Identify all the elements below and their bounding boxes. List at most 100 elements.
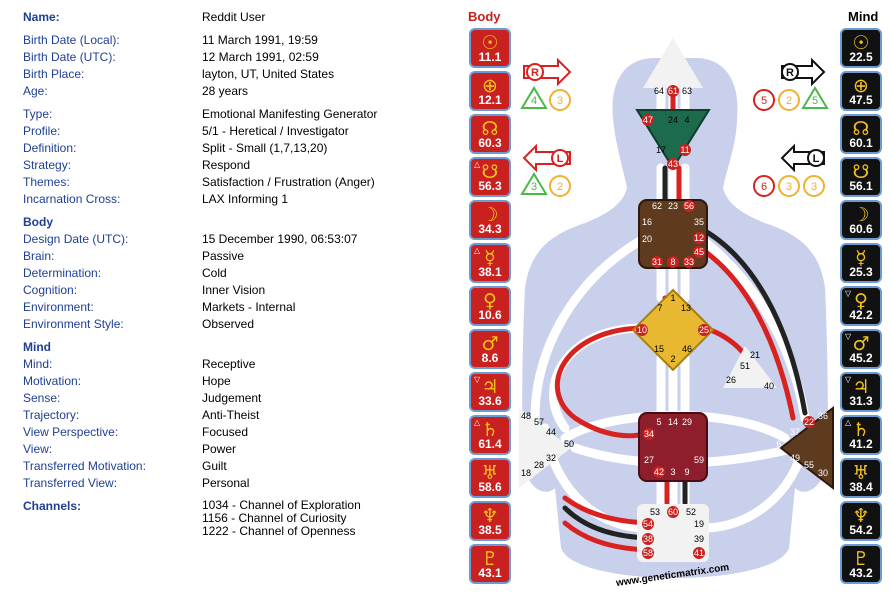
mind-planet-card[interactable]: △♄41.2: [840, 415, 882, 455]
mind-row-0-label: Mind:: [23, 357, 53, 371]
mind-planet-card[interactable]: ☽60.6: [840, 200, 882, 240]
body-planet-card[interactable]: △♄61.4: [469, 415, 511, 455]
fixing-mark: ▽: [845, 289, 852, 298]
mind-planet-card[interactable]: ☉22.5: [840, 28, 882, 68]
gate-17: 17: [656, 145, 666, 155]
body-planet-card[interactable]: ♆38.5: [469, 501, 511, 541]
fixing-mark: △: [474, 418, 481, 427]
body-planet-card[interactable]: △☋56.3: [469, 157, 511, 197]
body-planet-card[interactable]: ☊60.3: [469, 114, 511, 154]
gate-2: 2: [670, 354, 675, 364]
mind-planet-card[interactable]: ☊60.1: [840, 114, 882, 154]
info-row-10-value: LAX Informing 1: [202, 192, 289, 206]
body-top-numbers: 4 3: [520, 86, 571, 111]
mind-row-6-label: Transferred Motivation:: [23, 459, 146, 473]
pluto-icon: ♇: [852, 548, 870, 570]
gate-46: 46: [682, 344, 692, 354]
info-row-8: Strategy: Respond: [0, 158, 460, 175]
mind-row-7-label: Transferred View:: [23, 476, 118, 490]
info-row-10: Incarnation Cross:LAX Informing 1: [0, 192, 460, 209]
planet-gate-value: 25.3: [849, 265, 873, 279]
planet-gate-value: 10.6: [478, 308, 502, 322]
mind-planet-card[interactable]: ♇43.2: [840, 544, 882, 584]
body-row-1: Brain:Passive: [0, 249, 460, 266]
body-bottom-numbers: 3 2: [520, 172, 571, 197]
body-planet-card[interactable]: △☿38.1: [469, 243, 511, 283]
body-planet-card[interactable]: ♂8.6: [469, 329, 511, 369]
info-row-8-value: Respond: [202, 158, 251, 172]
planet-gate-value: 12.1: [478, 93, 502, 107]
mind-bottom-number-1: 6: [761, 181, 767, 193]
planet-gate-value: 56.1: [849, 179, 873, 193]
root-center: [637, 504, 709, 562]
planet-gate-value: 43.1: [478, 566, 502, 580]
gate-51: 51: [740, 361, 750, 371]
planet-gate-value: 22.5: [849, 50, 873, 64]
ajna-center: [635, 109, 711, 170]
info-row-4: Age:28 years: [0, 84, 460, 101]
gate-20: 20: [642, 234, 652, 244]
gate-15: 15: [654, 344, 664, 354]
mind-planet-card[interactable]: ♅38.4: [840, 458, 882, 498]
info-row-6: Profile:5/1 - Heretical / Investigator: [0, 124, 460, 141]
head-center: [643, 38, 703, 88]
mind-planet-card[interactable]: ▽♃31.3: [840, 372, 882, 412]
gate-23: 23: [668, 201, 678, 211]
body-planet-card[interactable]: ♅58.6: [469, 458, 511, 498]
body-row-4-label: Environment:: [23, 300, 94, 314]
body-planet-card[interactable]: ▽♃33.6: [469, 372, 511, 412]
gate-60: 60: [668, 507, 678, 517]
info-row-9-value: Satisfaction / Frustration (Anger): [202, 175, 375, 189]
gate-63: 63: [682, 86, 692, 96]
mind-row-3-label: Trajectory:: [23, 408, 80, 422]
body-row-3-value: Inner Vision: [202, 283, 266, 297]
mind-bottom-numbers: 6 3 3: [753, 175, 825, 197]
mind-planet-card[interactable]: ☿25.3: [840, 243, 882, 283]
body-planet-card[interactable]: ♇43.1: [469, 544, 511, 584]
mind-row-6-value: Guilt: [202, 459, 227, 473]
jupiter-icon: ♃: [481, 376, 499, 398]
mind-planet-card[interactable]: ☋56.1: [840, 157, 882, 197]
body-planet-card[interactable]: ⊕12.1: [469, 71, 511, 111]
body-row-4: Environment:Markets - Internal: [0, 300, 460, 317]
mind-top-letter: R: [786, 67, 794, 79]
body-bottom-letter: L: [557, 153, 564, 165]
body-planet-card[interactable]: ☉11.1: [469, 28, 511, 68]
neptune-icon: ♆: [481, 505, 499, 527]
body-top-number-1: 4: [531, 95, 537, 107]
planet-gate-value: 47.5: [849, 93, 873, 107]
channels-heading-label: Channels:: [23, 499, 82, 513]
planet-gate-value: 33.6: [478, 394, 502, 408]
body-row-2-label: Determination:: [23, 266, 102, 280]
planet-gate-value: 60.6: [849, 222, 873, 236]
planet-gate-value: 58.6: [478, 480, 502, 494]
mind-column-header: Mind: [848, 9, 879, 24]
mind-planet-card[interactable]: ♆54.2: [840, 501, 882, 541]
gate-59: 59: [694, 455, 704, 465]
mind-top-number-3: 5: [812, 95, 818, 107]
body-row-0-label: Design Date (UTC):: [23, 232, 129, 246]
info-row-6-label: Profile:: [23, 124, 61, 138]
gate-38: 38: [643, 534, 653, 544]
body-planet-card[interactable]: ♀10.6: [469, 286, 511, 326]
gate-62: 62: [652, 201, 662, 211]
venus-icon: ♀: [854, 290, 868, 312]
sacral-center: [638, 412, 708, 482]
channel-item: 1034 - Channel of Exploration: [202, 498, 361, 512]
info-row-8-label: Strategy:: [23, 158, 72, 172]
mind-planet-card[interactable]: ▽♂45.2: [840, 329, 882, 369]
body-planet-card[interactable]: ☽34.3: [469, 200, 511, 240]
gate-5: 5: [656, 417, 661, 427]
mind-planet-card[interactable]: ▽♀42.2: [840, 286, 882, 326]
mind-top-numbers: 5 2 5: [753, 86, 829, 111]
mind-row-1-value: Hope: [202, 374, 231, 388]
fixing-mark: △: [474, 246, 481, 255]
planet-gate-value: 60.1: [849, 136, 873, 150]
body-row-1-label: Brain:: [23, 249, 55, 263]
gate-11: 11: [680, 145, 689, 155]
gate-4: 4: [684, 115, 689, 125]
gate-42: 42: [654, 467, 664, 477]
mind-planet-card[interactable]: ⊕47.5: [840, 71, 882, 111]
mind-row-2-value: Judgement: [202, 391, 262, 405]
